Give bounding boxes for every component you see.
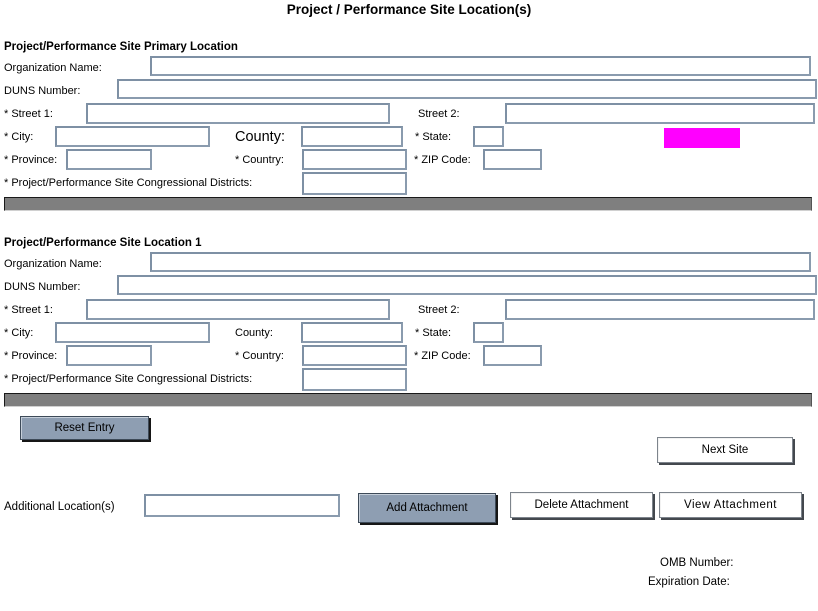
page-title: Project / Performance Site Location(s) xyxy=(286,2,532,17)
street2-input-loc1[interactable] xyxy=(505,299,815,320)
zip-code-input-loc1[interactable] xyxy=(483,345,542,366)
country-label: * Country: xyxy=(235,350,284,362)
add-attachment-button[interactable]: Add Attachment xyxy=(358,493,496,523)
street1-input-primary[interactable] xyxy=(86,103,390,124)
street2-label: Street 2: xyxy=(418,108,460,120)
province-label: * Province: xyxy=(4,154,58,166)
next-site-button[interactable]: Next Site xyxy=(657,437,793,463)
duns-number-input-primary[interactable] xyxy=(117,79,817,99)
county-input-primary[interactable] xyxy=(301,126,403,147)
section-header-location-1: Project/Performance Site Location 1 xyxy=(4,237,202,249)
city-label: * City: xyxy=(4,131,34,143)
state-label: * State: xyxy=(415,131,452,143)
city-label: * City: xyxy=(4,327,34,339)
reset-entry-button[interactable]: Reset Entry xyxy=(20,416,149,440)
province-input-primary[interactable] xyxy=(66,149,152,170)
country-input-primary[interactable] xyxy=(302,149,407,170)
duns-number-label: DUNS Number: xyxy=(4,85,81,97)
magenta-highlight-box xyxy=(664,128,740,148)
country-label: * Country: xyxy=(235,154,284,166)
city-input-primary[interactable] xyxy=(55,126,210,147)
delete-attachment-button[interactable]: Delete Attachment xyxy=(510,492,653,518)
congressional-districts-input-loc1[interactable] xyxy=(302,368,407,391)
state-input-loc1[interactable] xyxy=(473,322,504,343)
county-label: County: xyxy=(235,129,285,145)
organization-name-label: Organization Name: xyxy=(4,62,102,74)
state-input-primary[interactable] xyxy=(473,126,504,147)
street1-label: * Street 1: xyxy=(4,108,53,120)
zip-code-label: * ZIP Code: xyxy=(414,154,471,166)
section-divider-bar xyxy=(4,197,812,211)
street1-label: * Street 1: xyxy=(4,304,53,316)
state-label: * State: xyxy=(415,327,452,339)
section-divider-bar xyxy=(4,393,812,407)
organization-name-input-primary[interactable] xyxy=(150,56,811,76)
duns-number-input-loc1[interactable] xyxy=(117,275,817,295)
view-attachment-button[interactable]: View Attachment xyxy=(659,492,802,518)
congressional-districts-label: * Project/Performance Site Congressional… xyxy=(4,373,253,385)
county-input-loc1[interactable] xyxy=(301,322,403,343)
province-label: * Province: xyxy=(4,350,58,362)
street2-input-primary[interactable] xyxy=(505,103,815,124)
city-input-loc1[interactable] xyxy=(55,322,210,343)
zip-code-label: * ZIP Code: xyxy=(414,350,471,362)
province-input-loc1[interactable] xyxy=(66,345,152,366)
country-input-loc1[interactable] xyxy=(302,345,407,366)
section-header-primary-location: Project/Performance Site Primary Locatio… xyxy=(4,41,238,53)
street2-label: Street 2: xyxy=(418,304,460,316)
expiration-date-label: Expiration Date: xyxy=(648,576,730,588)
additional-locations-input[interactable] xyxy=(144,494,340,517)
additional-locations-label: Additional Location(s) xyxy=(4,501,115,513)
omb-number-label: OMB Number: xyxy=(660,557,734,569)
zip-code-input-primary[interactable] xyxy=(483,149,542,170)
organization-name-input-loc1[interactable] xyxy=(150,252,811,272)
county-label: County: xyxy=(235,327,273,339)
organization-name-label: Organization Name: xyxy=(4,258,102,270)
congressional-districts-input-primary[interactable] xyxy=(302,172,407,195)
duns-number-label: DUNS Number: xyxy=(4,281,81,293)
street1-input-loc1[interactable] xyxy=(86,299,390,320)
congressional-districts-label: * Project/Performance Site Congressional… xyxy=(4,177,253,189)
